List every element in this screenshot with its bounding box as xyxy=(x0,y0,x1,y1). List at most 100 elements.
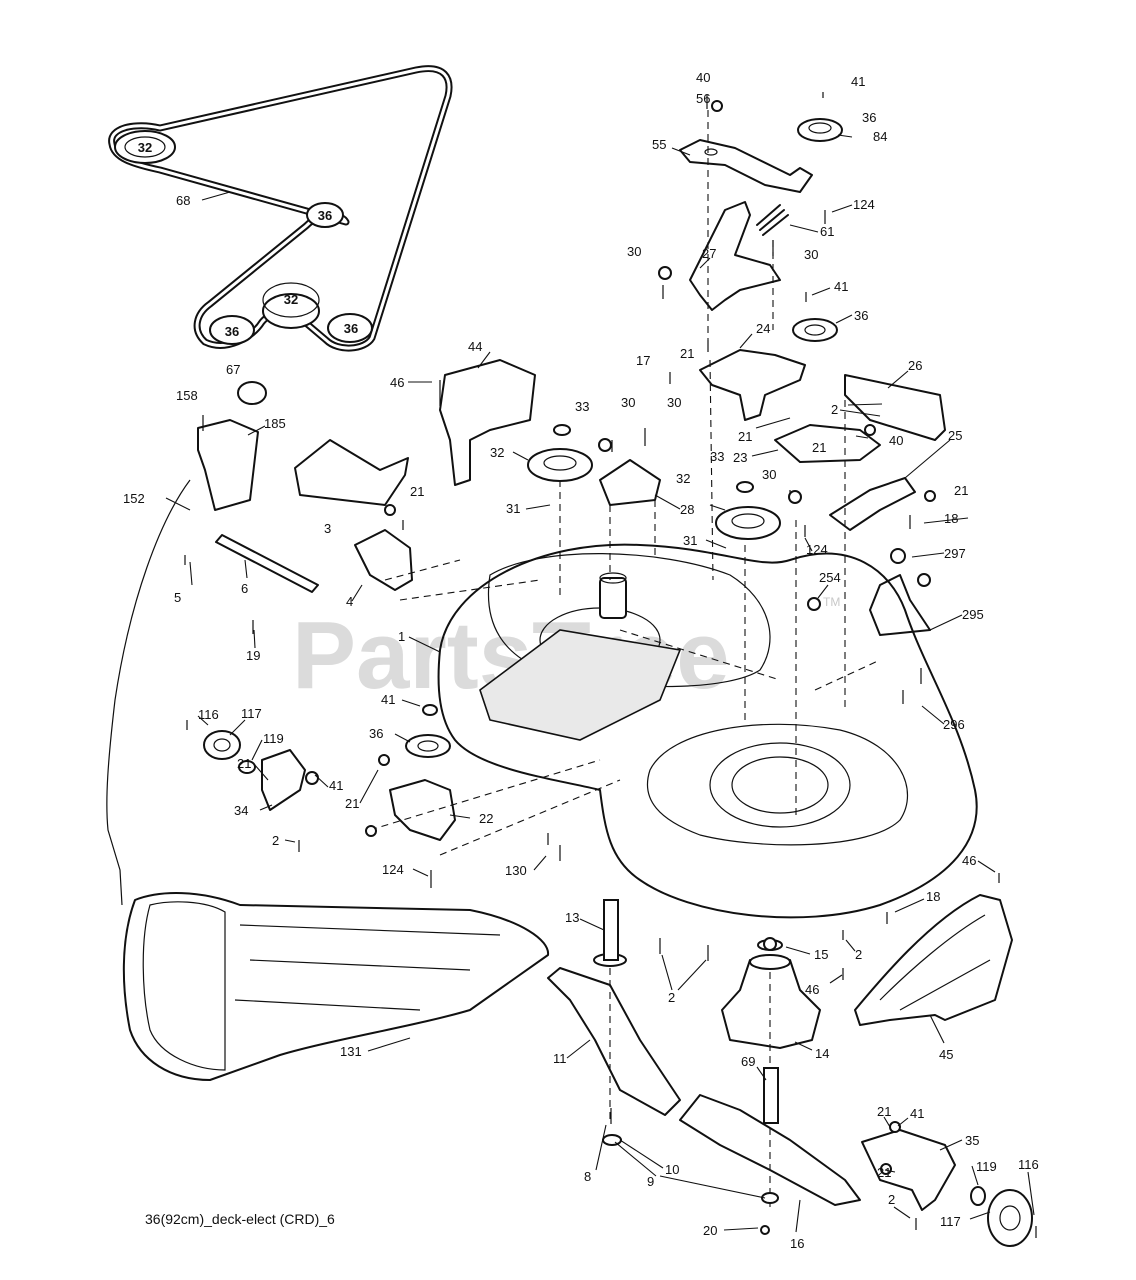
callout-label: 2 xyxy=(831,402,838,417)
callout-label: 36 xyxy=(369,726,383,741)
callout-label: 124 xyxy=(806,542,828,557)
idler-pulley-36-top xyxy=(797,118,843,142)
callout-label: 46 xyxy=(962,853,976,868)
callout-label: 84 xyxy=(873,129,887,144)
callout-label: 117 xyxy=(940,1214,961,1229)
callout-leaders xyxy=(165,134,1035,1233)
callout-label: 2 xyxy=(668,990,675,1005)
callout-label: 21 xyxy=(410,484,424,499)
pulley-117-left xyxy=(203,730,241,760)
belt-shield xyxy=(479,629,682,741)
idler-arm-55 xyxy=(679,139,813,193)
callout-label: 30 xyxy=(762,467,776,482)
callout-label: 1 xyxy=(398,629,405,644)
callout-label: 4 xyxy=(346,594,353,609)
blades xyxy=(547,899,861,1206)
spring-61 xyxy=(756,204,789,236)
bracket-24 xyxy=(699,349,806,421)
inset-label: 32 xyxy=(284,292,298,307)
callout-label: 26 xyxy=(908,358,922,373)
deck-housing xyxy=(437,543,978,919)
callout-label: 32 xyxy=(490,445,504,460)
inset-label: 36 xyxy=(225,324,239,339)
knob-67 xyxy=(237,381,267,405)
callout-label: 158 xyxy=(176,388,198,403)
switch-bracket-185 xyxy=(197,419,259,511)
callout-label: 21 xyxy=(812,440,826,455)
right-idler-group xyxy=(861,1129,1033,1247)
callout-label: 69 xyxy=(741,1054,755,1069)
callout-label: 116 xyxy=(1018,1157,1039,1172)
cable-152 xyxy=(106,479,191,906)
callout-label: 2 xyxy=(888,1192,895,1207)
callout-label: 152 xyxy=(123,491,145,506)
callout-label: 3 xyxy=(324,521,331,536)
callout-label: 31 xyxy=(683,533,697,548)
callout-label: 41 xyxy=(381,692,395,707)
callout-label: 40 xyxy=(889,433,903,448)
blade-16 xyxy=(679,1094,861,1206)
callout-label: 295 xyxy=(962,607,984,622)
callout-label: 297 xyxy=(944,546,966,561)
callout-label: 2 xyxy=(855,947,862,962)
inset-pulley-36c xyxy=(327,313,373,343)
deflector-45 xyxy=(854,894,1013,1026)
callout-label: 21 xyxy=(237,756,251,771)
callout-label: 68 xyxy=(176,193,190,208)
inset-label: 32 xyxy=(138,140,152,155)
callout-label: 27 xyxy=(702,246,716,261)
callout-label: 55 xyxy=(652,137,666,152)
callout-label: 25 xyxy=(948,428,962,443)
callout-label: 8 xyxy=(584,1169,591,1184)
hardware xyxy=(184,92,1037,1238)
deck-pulleys xyxy=(405,424,781,758)
pulley-36-lower xyxy=(405,734,451,758)
callout-label: 9 xyxy=(647,1174,654,1189)
callout-label: 45 xyxy=(939,1047,953,1062)
blade-11 xyxy=(547,967,681,1116)
diagram-caption: 36(92cm)_deck-elect (CRD)_6 xyxy=(145,1211,335,1227)
callout-label: 131 xyxy=(340,1044,362,1059)
pulley-117-right xyxy=(987,1189,1033,1247)
callout-label: 30 xyxy=(627,244,641,259)
callout-label: 124 xyxy=(382,862,404,877)
arm-25 xyxy=(829,477,916,531)
rod-6 xyxy=(215,534,319,593)
callout-label: 18 xyxy=(944,511,958,526)
callout-label: 56 xyxy=(696,91,710,106)
callout-label: 130 xyxy=(505,863,527,878)
spacer-119-right xyxy=(970,1186,986,1206)
inset-label: 36 xyxy=(344,321,358,336)
callout-label: 41 xyxy=(834,279,848,294)
inset-pulley-36a xyxy=(306,202,344,228)
bracket-22 xyxy=(389,779,456,841)
idler-pulley-36-mid xyxy=(792,318,838,342)
spindle-housing-14 xyxy=(721,939,821,1124)
callout-label: 124 xyxy=(853,197,875,212)
callout-label: 41 xyxy=(851,74,865,89)
callout-label: 21 xyxy=(877,1104,891,1119)
spindle-69 xyxy=(763,1067,779,1124)
callout-label: 44 xyxy=(468,339,482,354)
left-idler-group xyxy=(203,730,456,841)
callout-label: 254 xyxy=(819,570,841,585)
spacer-119-left xyxy=(238,760,256,774)
callout-label: 33 xyxy=(710,449,724,464)
callout-label: 31 xyxy=(506,501,520,516)
plate-23 xyxy=(774,424,881,463)
callout-label: 30 xyxy=(621,395,635,410)
idler-bracket-27 xyxy=(689,201,781,311)
bracket-34 xyxy=(261,749,306,811)
inset-pulley-32b xyxy=(262,293,320,329)
discharge-chute-131 xyxy=(122,892,550,1081)
deck-spindle-post xyxy=(599,577,627,619)
lift-linkage xyxy=(106,359,536,906)
callout-label: 13 xyxy=(565,910,579,925)
callout-label: 67 xyxy=(226,362,240,377)
callout-label: 46 xyxy=(805,982,819,997)
callout-label: 30 xyxy=(804,247,818,262)
pulley-32-left xyxy=(527,448,593,482)
callout-label: 116 xyxy=(198,707,219,722)
callout-label: 15 xyxy=(814,947,828,962)
bracket-28 xyxy=(599,459,661,506)
